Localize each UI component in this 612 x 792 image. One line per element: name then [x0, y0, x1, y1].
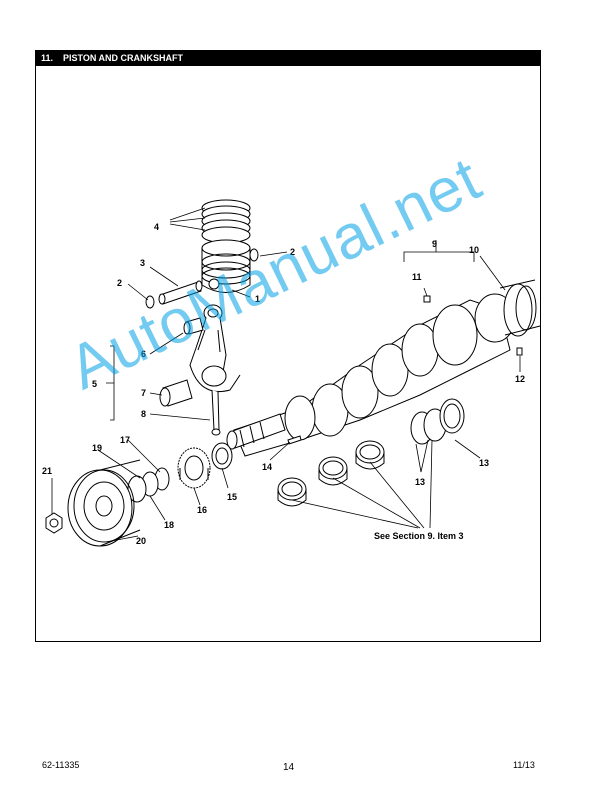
callout-7: 7 [141, 388, 146, 398]
rod-bearing [159, 379, 193, 407]
callout-21: 21 [42, 466, 52, 476]
callout-17: 17 [120, 435, 130, 445]
connecting-rod [189, 304, 241, 436]
callout-15: 15 [227, 492, 237, 502]
callout-11: 11 [412, 272, 422, 282]
callout-12: 12 [515, 374, 525, 384]
crank-pulley [67, 459, 141, 547]
callout-13-center: 13 [415, 477, 425, 487]
callout-2-right: 2 [290, 247, 295, 257]
reference-note: See Section 9. Item 3 [374, 531, 464, 541]
section-title: 11. PISTON AND CRANKSHAFT [36, 51, 540, 66]
callout-6: 6 [141, 349, 146, 359]
thrust-bearing [499, 279, 541, 337]
main-bearings [277, 440, 385, 507]
callout-13-right: 13 [479, 458, 489, 468]
leader-lines [51, 207, 521, 543]
callout-19: 19 [92, 443, 102, 453]
snap-rings [145, 248, 259, 309]
crank-gear [211, 442, 233, 470]
callout-14: 14 [262, 462, 272, 472]
figure-frame: 11. PISTON AND CRANKSHAFT [35, 50, 541, 642]
callout-5: 5 [92, 379, 97, 389]
callout-9: 9 [432, 239, 437, 249]
thrust-washers [410, 398, 465, 445]
callout-16: 16 [197, 505, 207, 515]
callout-10: 10 [469, 245, 479, 255]
crankshaft [226, 293, 516, 457]
piston [201, 239, 251, 293]
callout-2-left: 2 [117, 278, 122, 288]
callout-labels: 1 2 2 3 4 5 6 7 8 9 10 11 12 13 13 14 15… [42, 222, 525, 546]
callout-20: 20 [136, 536, 146, 546]
page-number: 14 [283, 762, 295, 773]
document-number: 62-11335 [42, 760, 80, 770]
crank-nut [45, 512, 63, 534]
piston-pin [158, 280, 203, 305]
rod-bushing [183, 317, 204, 335]
piston-rings [201, 199, 251, 244]
spacers [127, 467, 170, 503]
callout-8: 8 [141, 409, 146, 419]
timing-gear [177, 447, 211, 489]
revision-date: 11/13 [513, 760, 535, 770]
callout-4: 4 [154, 222, 159, 232]
callout-1: 1 [255, 294, 260, 304]
callout-18: 18 [164, 520, 174, 530]
callout-3: 3 [140, 258, 145, 268]
